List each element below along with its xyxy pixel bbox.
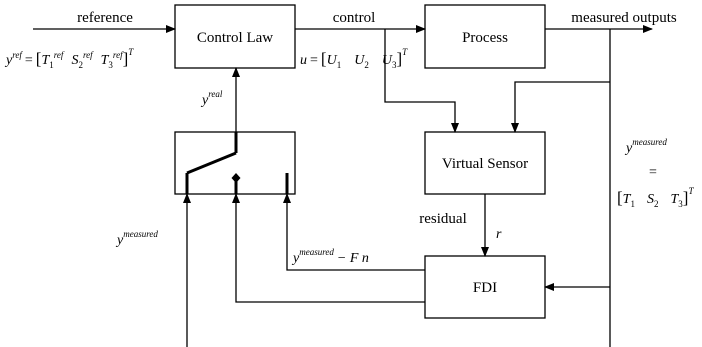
control-law-label: Control Law <box>197 30 273 46</box>
control-to-virtual-sensor <box>384 29 459 133</box>
residual-label: residual <box>419 211 466 227</box>
reference-label: reference <box>77 10 133 26</box>
process-label: Process <box>462 30 508 46</box>
y-real-label: yreal <box>200 89 223 108</box>
switch-internals <box>185 132 289 194</box>
r-label: r <box>496 227 502 242</box>
control-label: control <box>333 10 376 26</box>
virtual-sensor-label: Virtual Sensor <box>442 156 528 172</box>
fdi-to-switch-right <box>283 193 425 271</box>
fdi-label: FDI <box>473 280 497 296</box>
process-block <box>424 4 546 69</box>
measured-outputs-label: measured outputs <box>571 10 677 26</box>
fdi-to-switch-middle <box>232 193 425 303</box>
y-measured-right-label: ymeasured <box>624 137 667 156</box>
y-measured-right-equals: = <box>649 165 657 180</box>
y-measured-left-label: ymeasured <box>115 229 158 248</box>
y-measured-fn-label: ymeasured− F n <box>291 247 369 266</box>
measured-to-virtual-sensor <box>511 81 610 133</box>
